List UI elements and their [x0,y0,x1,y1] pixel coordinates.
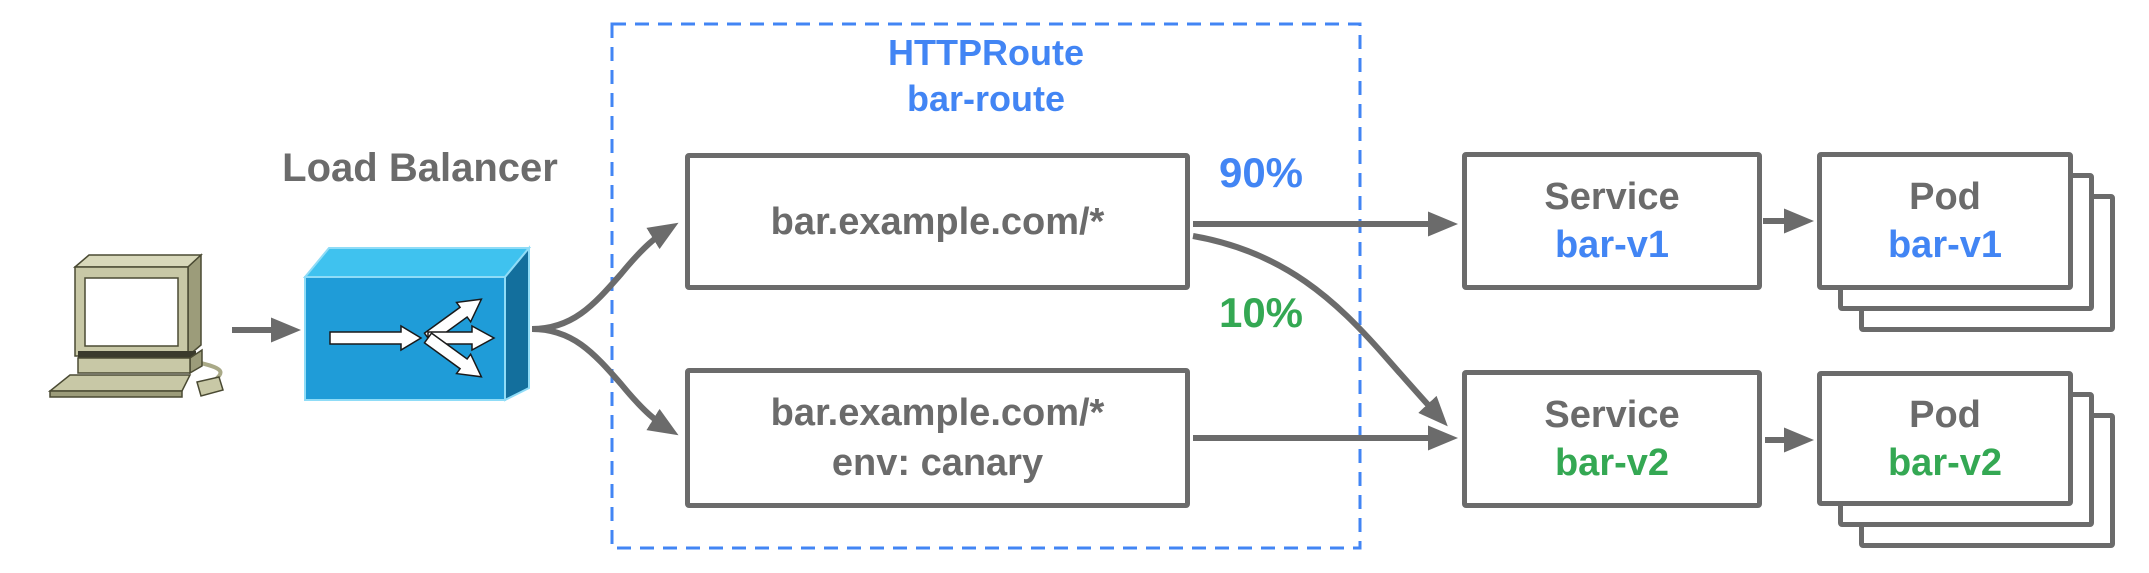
service-name: bar-v1 [1554,224,1670,266]
httproute-group-title: HTTPRoute bar-route [612,30,1360,122]
arrow-rule1-to-service2-10pct [1192,233,1448,427]
load-balancer-icon [302,245,532,402]
route-match-host: bar.example.com/* [770,392,1105,434]
pod-kind: Pod [1909,393,1981,436]
route-rule-box-canary: bar.example.com/* env: canary [685,368,1190,508]
pod-bar-v2-card-front: Pod bar-v2 [1817,371,2073,506]
pod-name: bar-v1 [1887,224,2003,266]
service-bar-v1-box: Service bar-v1 [1462,152,1762,290]
route-match-header: env: canary [831,442,1044,484]
httproute-name: bar-route [906,78,1065,119]
service-kind: Service [1544,394,1680,436]
arrow-lb-to-rule2 [531,326,679,436]
arrow-lb-to-rule1 [531,222,679,332]
httproute-kind: HTTPRoute [888,32,1084,73]
pod-bar-v1-card-front: Pod bar-v1 [1817,152,2073,290]
pod-name: bar-v2 [1887,441,2003,484]
service-bar-v2-box: Service bar-v2 [1462,370,1762,508]
weight-label-10: 10% [1218,289,1304,336]
pod-kind: Pod [1909,176,1981,218]
service-name: bar-v2 [1554,442,1670,484]
load-balancer-label: Load Balancer [282,146,558,190]
split-arrows-glyph [329,298,496,378]
route-match-host: bar.example.com/* [770,200,1105,243]
route-rule-box-primary: bar.example.com/* [685,153,1190,290]
service-kind: Service [1544,176,1680,218]
desktop-computer-icon [47,253,224,398]
weight-label-90: 90% [1218,149,1304,196]
